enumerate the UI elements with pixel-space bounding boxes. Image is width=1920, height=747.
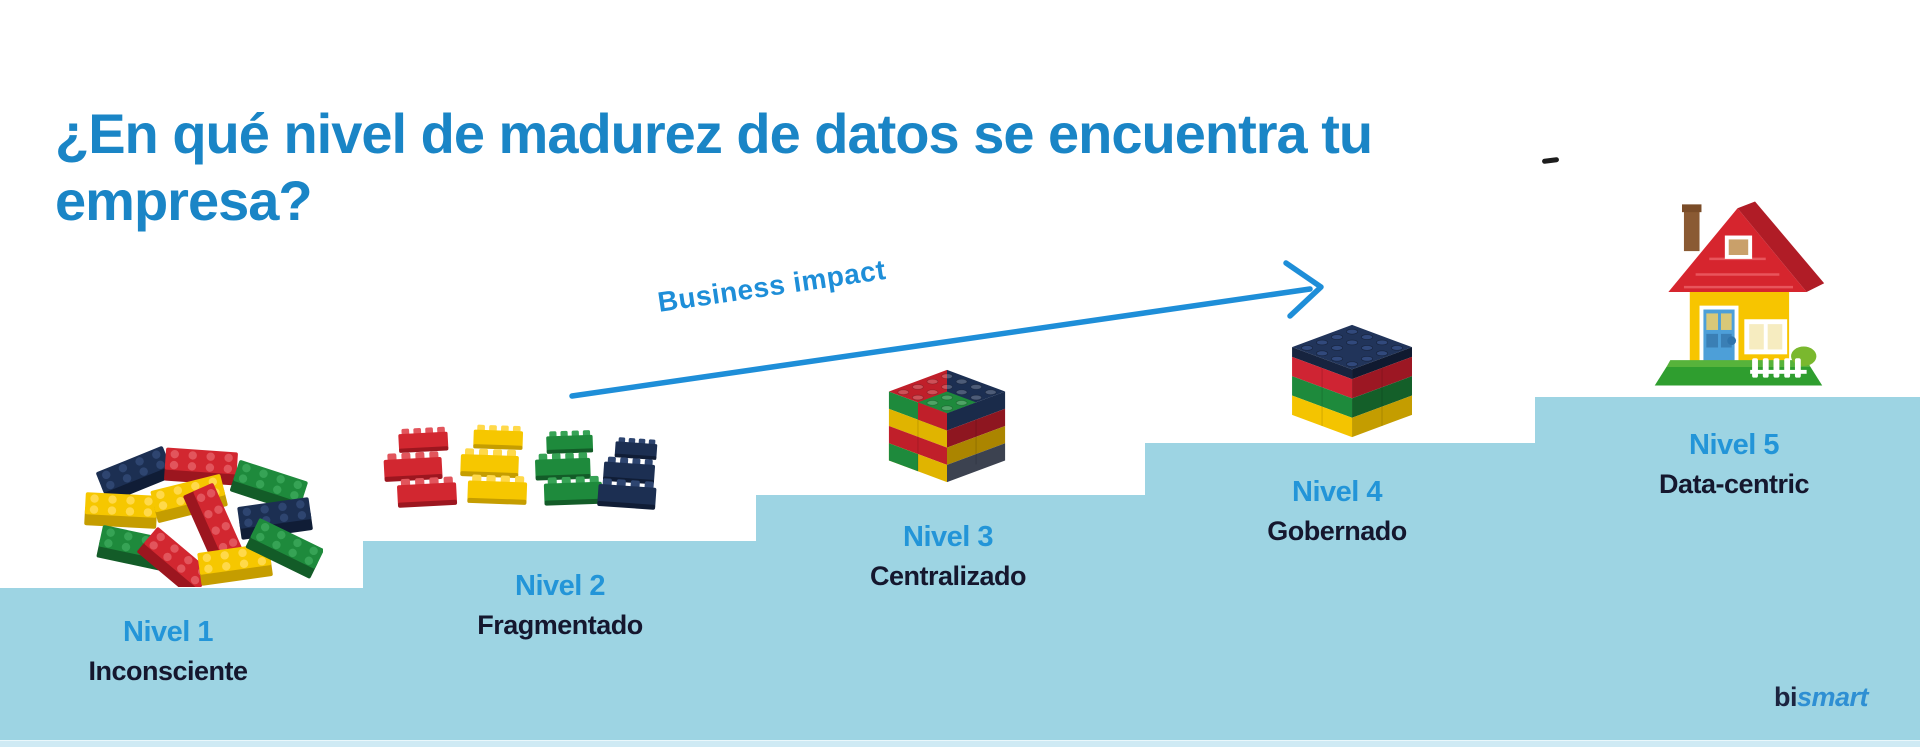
step-nivel-3: [756, 495, 1145, 747]
bismart-logo: bismart: [1773, 682, 1869, 713]
step-nivel-5: [1535, 397, 1920, 747]
level-name: Nivel 2: [515, 570, 606, 602]
mixed-lego-cube-icon: [888, 369, 1006, 483]
level-sublabel: Centralizado: [869, 561, 1027, 591]
level-sublabel: Data-centric: [1658, 469, 1810, 499]
lego-house-icon: [1654, 201, 1825, 386]
scattered-lego-bricks-icon: [84, 445, 323, 587]
layered-lego-cube-icon: [1292, 324, 1412, 438]
level-2-label: Nivel 2 Fragmentado: [390, 570, 730, 641]
level-sublabel: Fragmentado: [477, 610, 643, 640]
bottom-strip: [0, 740, 1920, 747]
level-1-label: Nivel 1 Inconsciente: [0, 616, 338, 687]
business-impact-label: Business impact: [655, 253, 888, 318]
level-sublabel: Gobernado: [1267, 516, 1407, 546]
level-3-label: Nivel 3 Centralizado: [778, 521, 1118, 592]
fragmented-lego-clusters-icon: [383, 424, 658, 510]
level-4-label: Nivel 4 Gobernado: [1167, 476, 1507, 547]
level-5-label: Nivel 5 Data-centric: [1564, 429, 1904, 500]
level-sublabel: Inconsciente: [88, 656, 248, 686]
step-nivel-1: [0, 588, 363, 747]
level-name: Nivel 1: [123, 616, 214, 648]
level-name: Nivel 4: [1292, 476, 1383, 508]
step-nivel-4: [1145, 443, 1535, 747]
level-name: Nivel 5: [1689, 429, 1780, 461]
logo-part-bi: bi: [1773, 682, 1798, 712]
level-name: Nivel 3: [903, 521, 994, 553]
page-title: ¿En qué nivel de madurez de datos se enc…: [55, 102, 1373, 233]
step-nivel-2: [363, 541, 756, 747]
logo-part-smart: smart: [1796, 682, 1869, 712]
